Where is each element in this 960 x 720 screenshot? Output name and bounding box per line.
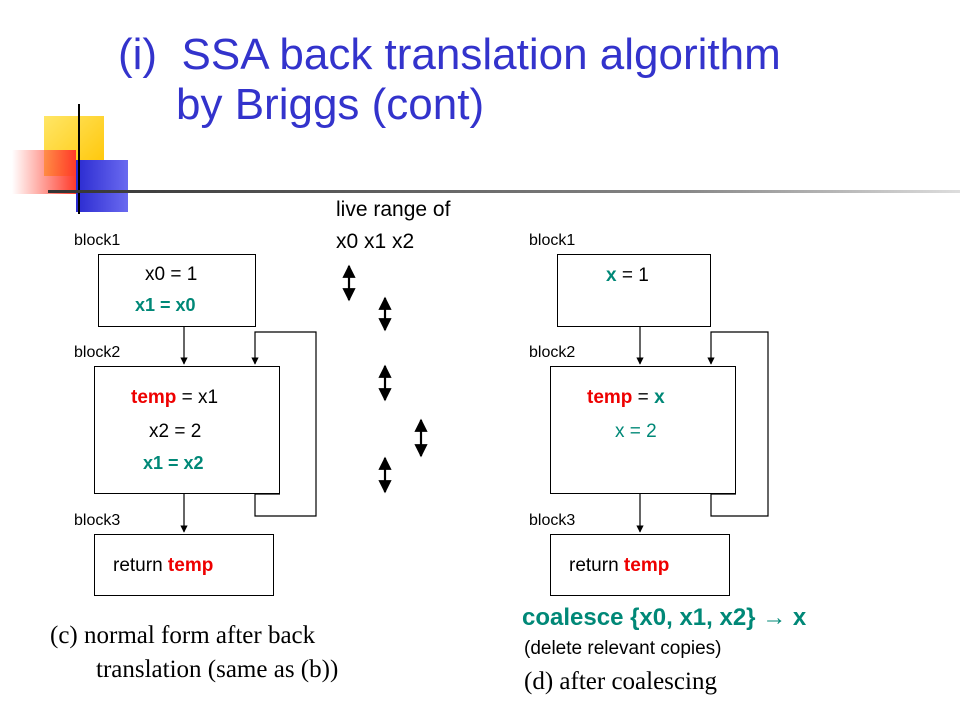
right-b2-x: x <box>654 387 665 408</box>
left-b2-temp: temp <box>131 387 177 408</box>
left-loop-edge <box>251 331 317 517</box>
left-b2-line3: x1 = x2 <box>143 453 204 473</box>
right-b2-temp: temp <box>587 387 633 408</box>
right-caption: (d) after coalescing <box>524 668 717 695</box>
right-block1-label: block1 <box>529 232 576 249</box>
right-b3-line: return temp <box>569 555 669 577</box>
left-block2-box: temp = x1 x2 = 2 x1 = x2 <box>94 366 280 494</box>
title-line2: by Briggs (cont) <box>176 80 485 129</box>
left-b2-line2: x2 = 2 <box>149 421 202 442</box>
left-block1-label: block1 <box>74 232 121 249</box>
live-range-label-2: x0 x1 x2 <box>336 230 415 253</box>
coalesce-label: coalesce {x0, x1, x2} → x <box>522 604 807 631</box>
right-block2-box: temp = x x = 2 <box>550 366 736 494</box>
title-line1: SSA back translation algorithm <box>181 30 781 79</box>
left-caption-line2: translation (same as (b)) <box>96 656 339 683</box>
left-block3-label: block3 <box>74 512 121 529</box>
right-b2-line1: temp = x <box>587 387 665 409</box>
right-b1-x: x <box>606 265 617 286</box>
deco-red-square <box>12 150 76 194</box>
left-b3-temp: temp <box>167 555 214 576</box>
left-b3-return: return <box>113 555 168 576</box>
right-b1-line: x = 1 <box>606 265 649 287</box>
right-block1-box: x = 1 <box>557 254 711 327</box>
right-b3-temp: temp <box>623 555 670 576</box>
slide-title: (i) SSA back translation algorithm by Br… <box>118 30 781 130</box>
right-block3-box: return temp <box>550 534 730 596</box>
right-b3-return: return <box>569 555 624 576</box>
left-block2-label: block2 <box>74 344 121 361</box>
left-b2-line1-rest: = x1 <box>176 387 219 408</box>
left-caption-line1: (c) normal form after back <box>50 622 316 649</box>
right-b1-rest: = 1 <box>616 265 649 286</box>
live-range-label-1: live range of <box>336 198 451 221</box>
right-b2-eq: = <box>632 387 655 408</box>
left-b3-line: return temp <box>113 555 213 577</box>
left-block1-box: x0 = 1 x1 = x0 <box>98 254 256 327</box>
right-block3-label: block3 <box>529 512 576 529</box>
left-b2-line1: temp = x1 <box>131 387 218 409</box>
left-b1-line2: x1 = x0 <box>135 295 196 315</box>
deco-blue-square <box>76 160 128 212</box>
left-block3-box: return temp <box>94 534 274 596</box>
right-loop-edge <box>707 331 769 517</box>
right-block2-label: block2 <box>529 344 576 361</box>
deco-vertical-line <box>78 104 80 214</box>
left-b1-line1: x0 = 1 <box>145 264 198 285</box>
coalesce-note: (delete relevant copies) <box>524 638 722 659</box>
title-underline <box>48 190 960 193</box>
right-b2-line2: x = 2 <box>615 421 657 442</box>
title-prefix: (i) <box>118 30 158 79</box>
